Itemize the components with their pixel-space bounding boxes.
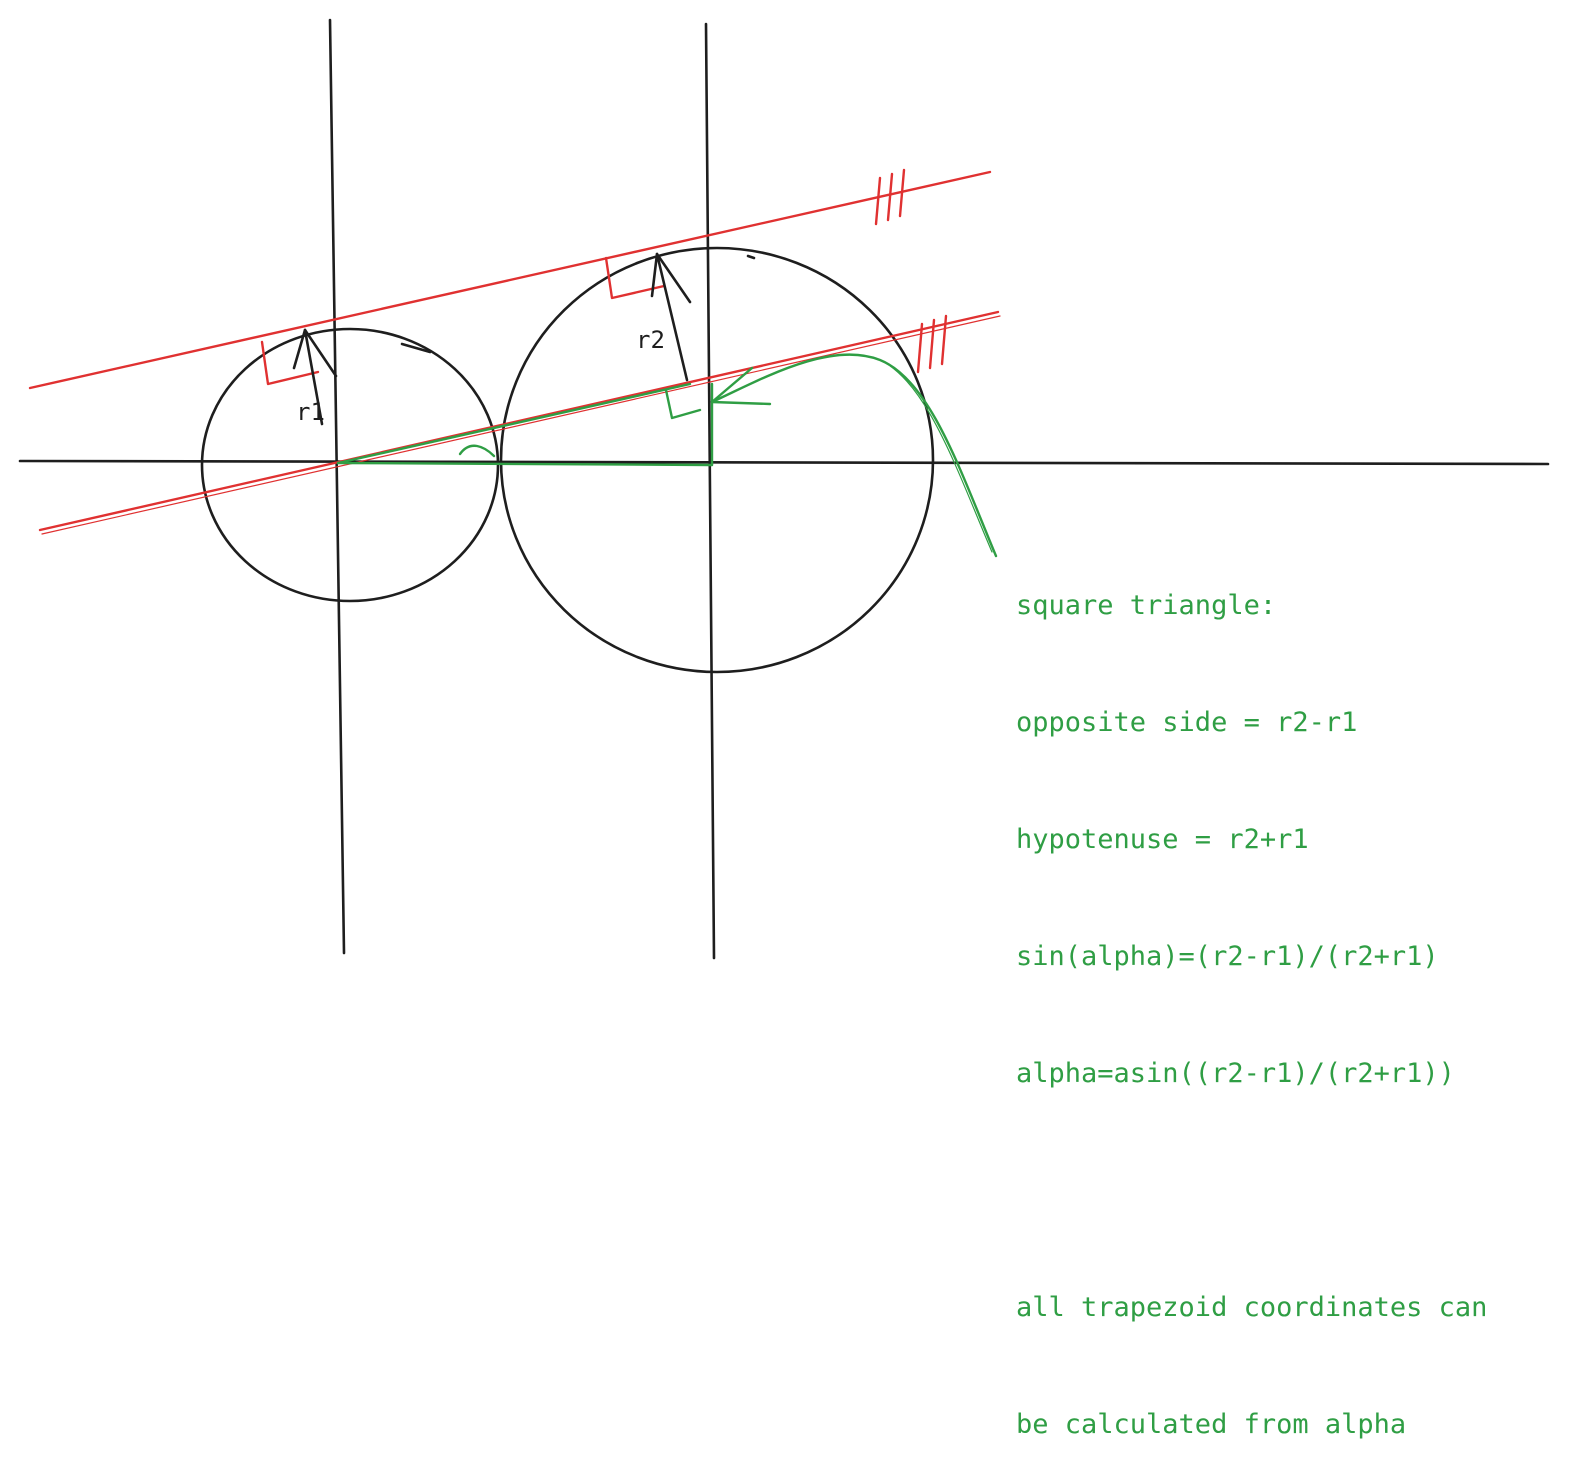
circles bbox=[200, 246, 935, 674]
radius-arrows bbox=[292, 252, 756, 426]
small-circle bbox=[200, 327, 500, 603]
note-line: alpha=asin((r2-r1)/(r2+r1)) bbox=[1016, 1058, 1455, 1089]
outer-tangent-line bbox=[28, 170, 992, 390]
parallel-mark-bottom bbox=[916, 314, 948, 374]
axes bbox=[18, 18, 1550, 960]
leader-arrow-shadow bbox=[875, 357, 993, 553]
note-line: be calculated from alpha bbox=[1016, 1409, 1407, 1440]
radius-r2-line bbox=[655, 252, 689, 382]
diagram-canvas bbox=[18, 18, 1550, 960]
label-r1: r1 bbox=[296, 398, 325, 426]
tangent-lines bbox=[28, 168, 1001, 535]
leader-arrowhead bbox=[710, 366, 772, 406]
triangle-base bbox=[336, 461, 714, 467]
note-line bbox=[1016, 1171, 1487, 1210]
right-angle-large bbox=[604, 256, 666, 300]
x-axis bbox=[18, 459, 1550, 466]
circle-stroke-marks bbox=[400, 254, 756, 354]
note-line: sin(alpha)=(r2-r1)/(r2+r1) bbox=[1016, 941, 1439, 972]
label-r2: r2 bbox=[636, 326, 665, 354]
radius-r1-line bbox=[303, 328, 324, 426]
radius-r1-arrowhead bbox=[292, 328, 338, 378]
note-line: all trapezoid coordinates can bbox=[1016, 1292, 1488, 1323]
y-axis-right bbox=[704, 22, 716, 960]
triangle-right-angle-marker bbox=[664, 388, 702, 420]
leader-arrow-line bbox=[710, 353, 998, 558]
large-circle bbox=[499, 246, 935, 674]
parallel-mark-top bbox=[874, 168, 906, 226]
parallel-line-shadow bbox=[41, 315, 1001, 535]
alpha-angle-arc bbox=[458, 444, 496, 458]
note-line: square triangle: bbox=[1016, 590, 1277, 621]
note-line: hypotenuse = r2+r1 bbox=[1016, 824, 1309, 855]
radius-r2-arrowhead bbox=[650, 252, 692, 304]
y-axis-left bbox=[328, 18, 346, 955]
right-angle-small bbox=[260, 340, 320, 386]
parallel-line bbox=[38, 310, 1000, 532]
green-triangle bbox=[336, 353, 998, 558]
note-line: opposite side = r2-r1 bbox=[1016, 707, 1358, 738]
triangle-hypotenuse bbox=[336, 382, 692, 465]
green-annotation-note: square triangle: opposite side = r2-r1 h… bbox=[1016, 508, 1487, 1483]
